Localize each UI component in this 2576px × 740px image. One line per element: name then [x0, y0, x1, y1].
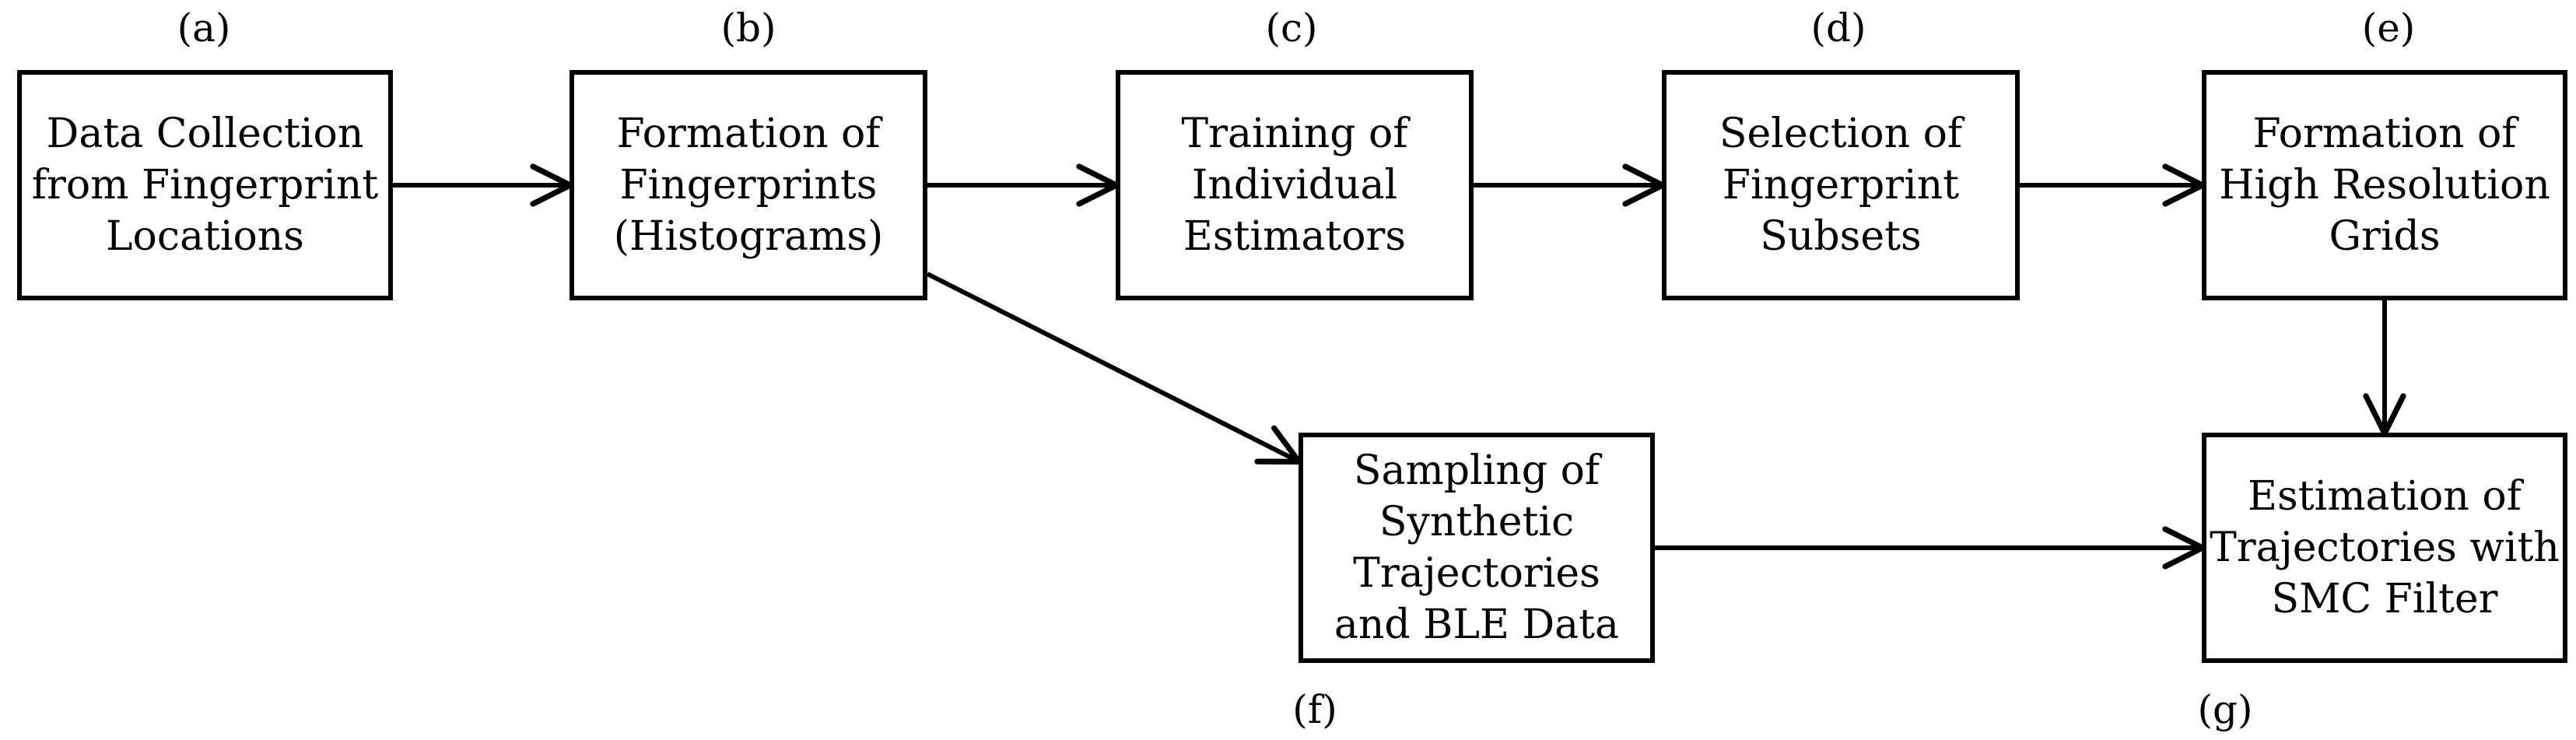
- step-g-line-3: SMC Filter: [2271, 576, 2498, 623]
- step-c-line-3: Estimators: [1183, 213, 1407, 260]
- step-d-line-2: Fingerprint: [1722, 162, 1960, 209]
- step-g-line-1: Estimation of: [2248, 473, 2522, 520]
- step-c-letter: (c): [1265, 5, 1318, 51]
- step-g-letter: (g): [2197, 687, 2253, 732]
- step-c-box: Training of Individual Estimators: [1116, 70, 1474, 300]
- step-c-line-1: Training of: [1181, 110, 1408, 157]
- step-g-box: Estimation of Trajectories with SMC Filt…: [2202, 433, 2567, 663]
- step-b-line-2: Fingerprints: [619, 162, 878, 209]
- step-f-line-1: Sampling of: [1353, 447, 1600, 494]
- step-a-line-1: Data Collection: [46, 110, 364, 157]
- step-d-letter: (d): [1810, 5, 1866, 51]
- step-e-box: Formation of High Resolution Grids: [2202, 70, 2567, 300]
- arrow-b-to-f: [926, 272, 1302, 465]
- step-e-line-1: Formation of: [2252, 110, 2517, 157]
- step-b-line-3: (Histograms): [613, 213, 884, 260]
- step-d-line-1: Selection of: [1719, 110, 1963, 157]
- step-a-box: Data Collection from Fingerprint Locatio…: [17, 70, 393, 300]
- step-e-line-2: High Resolution: [2219, 162, 2550, 209]
- step-g-line-2: Trajectories with: [2210, 524, 2560, 571]
- step-c-line-2: Individual: [1191, 162, 1398, 209]
- step-d-line-3: Subsets: [1760, 213, 1922, 260]
- step-f-line-4: and BLE Data: [1334, 601, 1620, 648]
- step-f-box: Sampling of Synthetic Trajectories and B…: [1299, 433, 1655, 663]
- step-e-letter: (e): [2361, 5, 2416, 51]
- step-a-letter: (a): [177, 5, 231, 51]
- step-a-line-2: from Fingerprint: [31, 162, 379, 209]
- step-f-letter: (f): [1292, 687, 1337, 732]
- step-d-box: Selection of Fingerprint Subsets: [1662, 70, 2020, 300]
- step-b-line-1: Formation of: [616, 110, 881, 157]
- step-e-line-3: Grids: [2329, 213, 2441, 260]
- step-f-line-2: Synthetic: [1379, 499, 1575, 545]
- step-f-line-3: Trajectories: [1353, 550, 1600, 597]
- step-b-box: Formation of Fingerprints (Histograms): [570, 70, 927, 300]
- step-a-line-3: Locations: [106, 213, 304, 260]
- step-b-letter: (b): [720, 5, 776, 51]
